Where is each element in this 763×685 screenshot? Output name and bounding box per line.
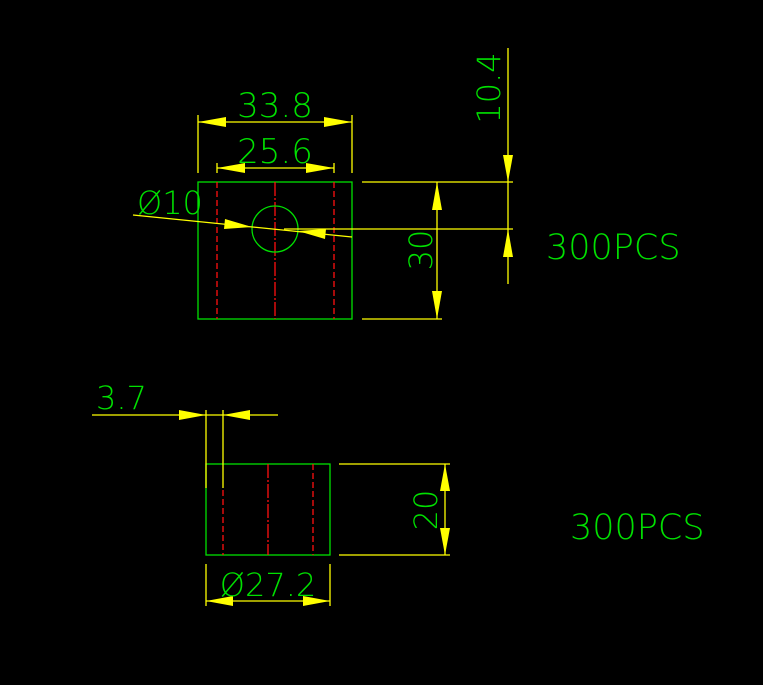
dim-3-7: 3.7 [92,379,278,488]
dim-33-8: 33.8 [197,86,353,173]
quantity-label: 300PCS [570,508,705,548]
dim-label: 20 [407,490,445,531]
dim-label: 25.6 [237,132,313,172]
dim-label: 33.8 [237,86,313,126]
dim-label: 3.7 [96,379,147,417]
dim-label: 10.4 [470,52,508,123]
top-view: 33.8 25.6 Ø10 30 [132,48,681,320]
bottom-view: 3.7 20 Ø27.2 300PCS [92,379,705,606]
dim-10-4: 10.4 [470,48,513,284]
dim-30: 30 [362,181,513,320]
dim-20: 20 [339,463,450,556]
dim-hole-diameter: Ø10 [132,184,513,239]
dim-label: Ø27.2 [220,566,316,604]
quantity-label: 300PCS [546,228,681,268]
dim-diameter: Ø27.2 [205,564,331,606]
dim-label: Ø10 [137,184,203,222]
dim-label: 30 [402,230,440,271]
dim-25-6: 25.6 [216,132,335,173]
